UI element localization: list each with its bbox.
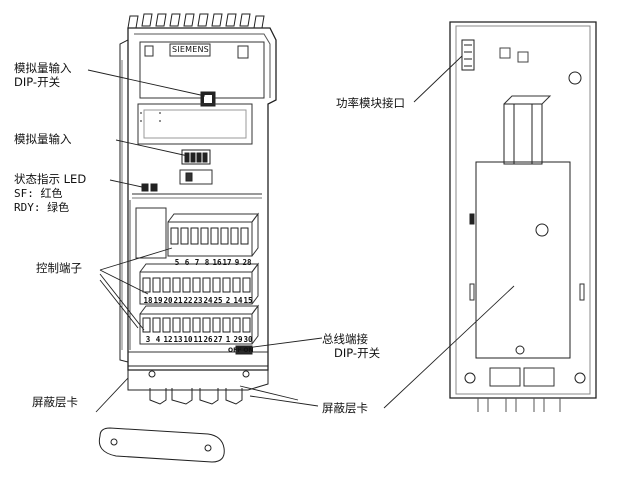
- terminal-number: 17: [222, 258, 232, 267]
- label-bus-dip-2: DIP-开关: [334, 346, 381, 360]
- power-interface-connector: [461, 39, 475, 71]
- terminal-number: 20: [163, 296, 173, 305]
- back-housing: [449, 21, 597, 399]
- label-shield-left: 屏蔽层卡: [32, 395, 78, 409]
- terminal-number: 4: [155, 335, 161, 344]
- terminal-block-3: [139, 304, 259, 345]
- label-bus-dip-1: 总线端接: [322, 332, 368, 346]
- label-rdy-green: RDY: 绿色: [14, 201, 70, 214]
- terminal-number: 12: [163, 335, 173, 344]
- housing-outline: [127, 27, 277, 371]
- terminal-number: 9: [234, 258, 240, 267]
- terminal-number: 27: [213, 335, 223, 344]
- status-led-sf: [141, 183, 149, 192]
- terminal-number: 14: [233, 296, 243, 305]
- analog-input-connector: [181, 149, 211, 165]
- label-analog-dip-2: DIP-开关: [14, 75, 61, 89]
- terminal-number: 25: [213, 296, 223, 305]
- brand-plate: [169, 43, 211, 57]
- terminal-number: 3: [145, 335, 151, 344]
- terminal-number: 7: [194, 258, 200, 267]
- terminal-number: 6: [184, 258, 190, 267]
- terminal-block-1: [167, 212, 259, 257]
- label-sf-red: SF: 红色: [14, 187, 63, 200]
- label-shield-right: 屏蔽层卡: [322, 401, 368, 415]
- terminal-number: 22: [183, 296, 193, 305]
- terminal-number: 2: [225, 296, 231, 305]
- shield-plate-front: [127, 365, 269, 405]
- label-control-terminals: 控制端子: [36, 261, 82, 275]
- terminal-number: 8: [204, 258, 210, 267]
- terminal-number: 23: [193, 296, 203, 305]
- terminal-number: 30: [243, 335, 253, 344]
- terminal-number: 18: [143, 296, 153, 305]
- shield-clip: [98, 427, 225, 463]
- bus-switch-text: OFF ON: [228, 347, 254, 354]
- terminal-number: 19: [153, 296, 163, 305]
- terminal-number: 29: [233, 335, 243, 344]
- label-analog-dip-1: 模拟量输入: [14, 61, 72, 75]
- label-power-interface: 功率模块接口: [336, 96, 405, 110]
- terminal-block-2: [139, 262, 259, 305]
- terminal-number: 1: [225, 335, 231, 344]
- terminal-number: 5: [174, 258, 180, 267]
- top-vents: [127, 13, 265, 29]
- terminal-number: 21: [173, 296, 183, 305]
- label-status-led: 状态指示 LED: [14, 172, 87, 186]
- display-window: [137, 103, 253, 145]
- terminal-number: 24: [203, 296, 213, 305]
- brand-logo: SIEMENS: [172, 45, 209, 54]
- terminal-number: 11: [193, 335, 203, 344]
- terminal-number: 26: [203, 335, 213, 344]
- leader-lines: [87, 55, 515, 413]
- front-view-unit: [98, 13, 277, 463]
- terminal-number: 28: [242, 258, 252, 267]
- bus-dip-switch: [235, 345, 253, 355]
- terminal-number: 10: [183, 335, 193, 344]
- back-view-unit: [449, 21, 597, 412]
- status-led-rdy: [150, 183, 158, 192]
- terminal-number: 13: [173, 335, 183, 344]
- terminal-number: 15: [243, 296, 253, 305]
- terminal-number: 16: [212, 258, 222, 267]
- label-analog-input: 模拟量输入: [14, 132, 72, 146]
